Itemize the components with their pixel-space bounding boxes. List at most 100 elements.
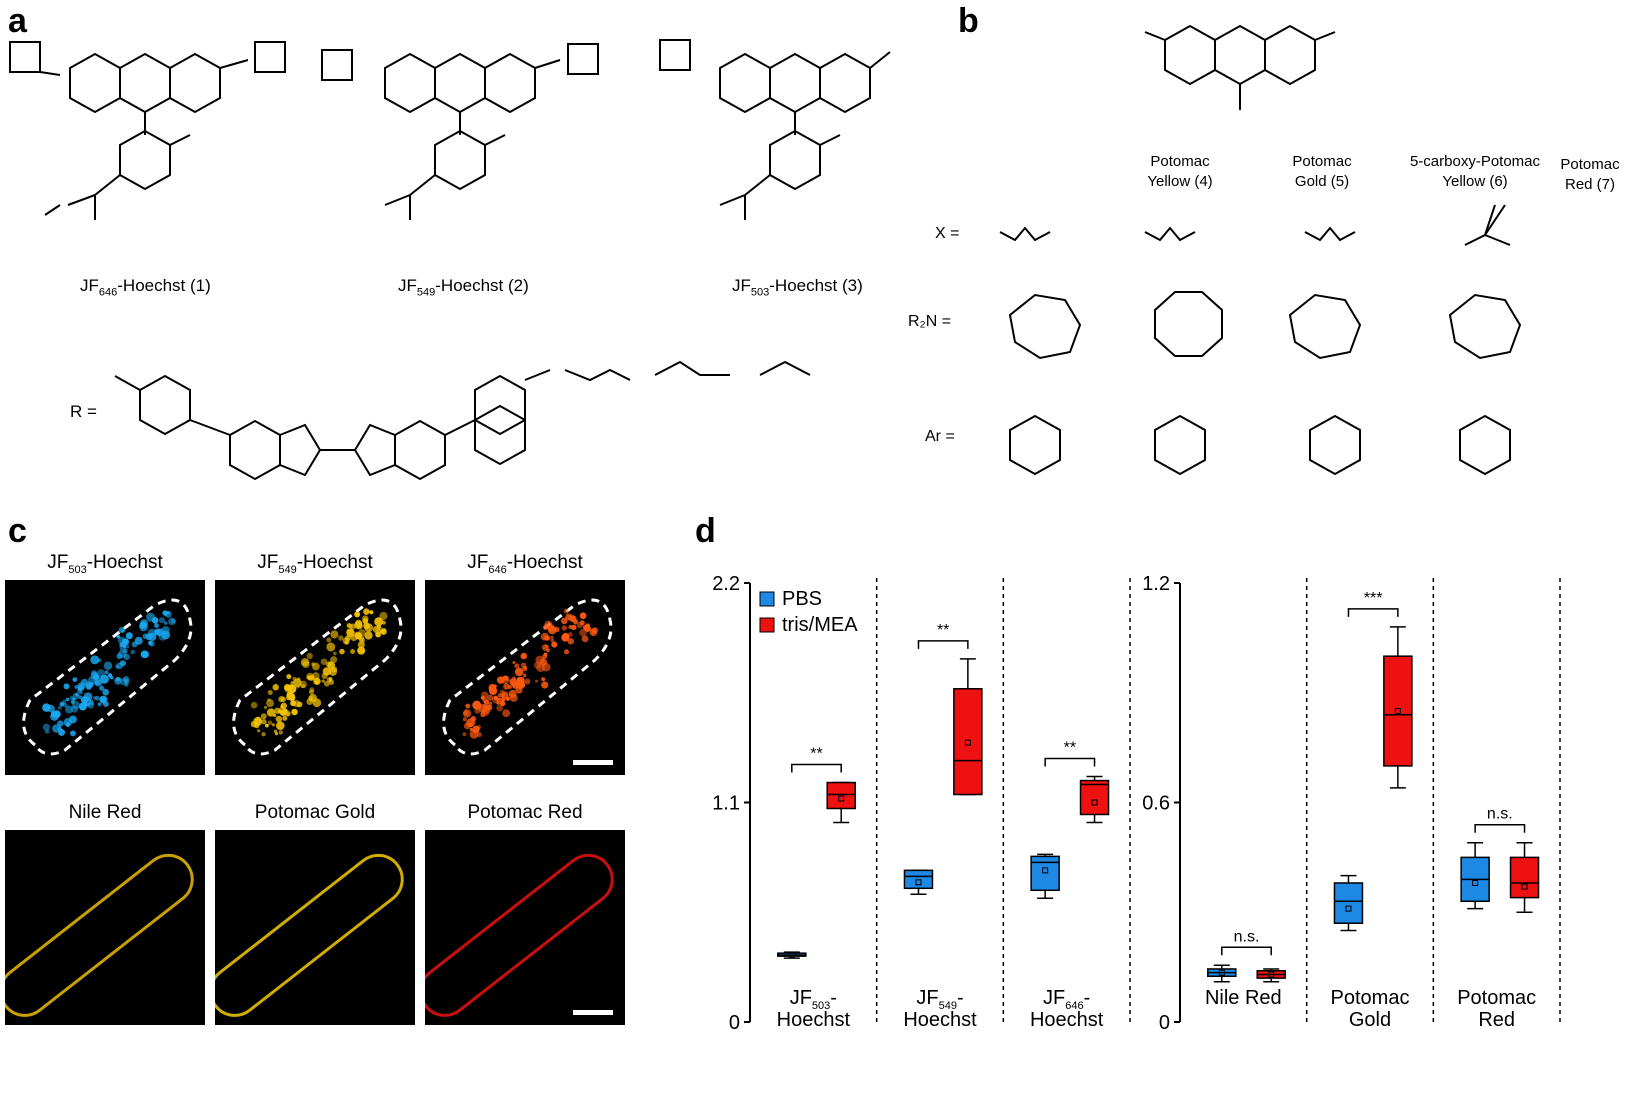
signal-spot [74, 685, 79, 689]
tris-mean [838, 795, 845, 802]
signal-spot [331, 666, 338, 673]
cell-outline [232, 598, 403, 756]
signal-spot [306, 672, 315, 681]
signal-spot [548, 625, 557, 635]
signal-spot [579, 612, 587, 620]
signal-spot [94, 695, 100, 701]
signal-spot [522, 673, 527, 678]
cell-outline [22, 598, 193, 756]
image-title-2: JF646-Hoechst [467, 552, 583, 576]
signal-spot [264, 723, 269, 728]
y-tick-label: 0.6 [1142, 793, 1170, 815]
signal-spot [522, 666, 528, 672]
signal-spot [564, 649, 570, 655]
signal-spot [496, 704, 503, 712]
signal-spot [286, 674, 292, 680]
significance-label: n.s. [1234, 928, 1260, 945]
signal-spot [362, 618, 369, 625]
signal-spot [364, 623, 374, 633]
significance-label: ** [937, 622, 949, 639]
signal-spot [68, 715, 77, 724]
legend-swatch [759, 591, 775, 607]
pbs-mean [1042, 867, 1049, 874]
significance-bracket [1221, 946, 1272, 956]
signal-spot [266, 708, 276, 717]
signal-spot [158, 617, 165, 624]
compound-3-label: JF503-Hoechst (3) [732, 276, 863, 299]
signal-spot [87, 676, 97, 685]
x-label-line2: Gold [1349, 1009, 1391, 1031]
panel-b-structures [999, 24, 1522, 476]
signal-spot [463, 710, 469, 716]
pbs-box [1333, 882, 1364, 924]
signal-spot [364, 631, 373, 640]
signal-spot [59, 701, 65, 707]
signal-spot [463, 722, 471, 730]
signal-spot [70, 730, 76, 737]
signal-spot [148, 640, 153, 646]
signal-spot [267, 689, 273, 696]
signal-spot [357, 646, 366, 655]
signal-spot [163, 621, 168, 625]
signal-spot [473, 727, 479, 733]
panel-label-b: b [958, 2, 979, 40]
significance-bracket [1347, 608, 1399, 617]
signal-spot [363, 608, 370, 615]
signal-spot [104, 670, 109, 675]
signal-spot [94, 679, 101, 686]
image-title-3: Nile Red [68, 802, 142, 823]
signal-spot [296, 701, 303, 708]
signal-spot [57, 705, 62, 710]
structure-jf646-hoechst [9, 41, 286, 220]
signal-spot [263, 705, 268, 710]
signal-spot [255, 716, 262, 723]
signal-spot [354, 631, 360, 637]
signal-spot [130, 649, 135, 655]
signal-spot [333, 651, 337, 656]
signal-spot [542, 625, 548, 630]
signal-spot [275, 715, 283, 723]
pbs-mean [915, 879, 922, 886]
signal-spot [97, 702, 102, 707]
tris-box [826, 781, 856, 810]
signal-spot [65, 697, 70, 702]
signal-spot [293, 678, 302, 687]
signal-spot [257, 729, 261, 733]
signal-spot [469, 727, 473, 731]
signal-spot [379, 611, 388, 621]
signal-spot [503, 683, 510, 690]
cell-membrane [5, 853, 194, 1017]
signal-spot [354, 619, 363, 628]
signal-spot [480, 711, 486, 718]
signal-spot [90, 655, 100, 665]
image-title-4: Potomac Gold [254, 802, 376, 823]
row-label-ar: Ar = [925, 428, 955, 445]
signal-spot [280, 696, 287, 703]
signal-spot [330, 656, 338, 664]
signal-spot [369, 610, 374, 615]
signal-spot [518, 676, 525, 683]
row-label-r2n: R₂N = [908, 313, 952, 330]
signal-spot [535, 655, 545, 665]
signal-spot [80, 678, 89, 686]
signal-spot [561, 617, 568, 625]
signal-spot [500, 701, 506, 707]
signal-spot [308, 695, 314, 702]
signal-spot [312, 662, 320, 671]
tris-mean [1091, 799, 1098, 806]
signal-spot [296, 677, 301, 681]
row-label-x: X = [935, 225, 960, 242]
signal-spot [563, 608, 569, 614]
signal-spot [541, 662, 551, 672]
signal-spot [567, 637, 574, 645]
signal-spot [314, 680, 319, 685]
signal-spot [147, 628, 157, 638]
tris-mean [1394, 708, 1401, 715]
legend-label: tris/MEA [782, 614, 858, 636]
signal-spot [114, 676, 122, 685]
x-label-line1: JF503- [790, 987, 837, 1012]
signal-spot [161, 626, 170, 635]
signal-spot [320, 658, 328, 665]
pbs-mean [788, 952, 795, 959]
